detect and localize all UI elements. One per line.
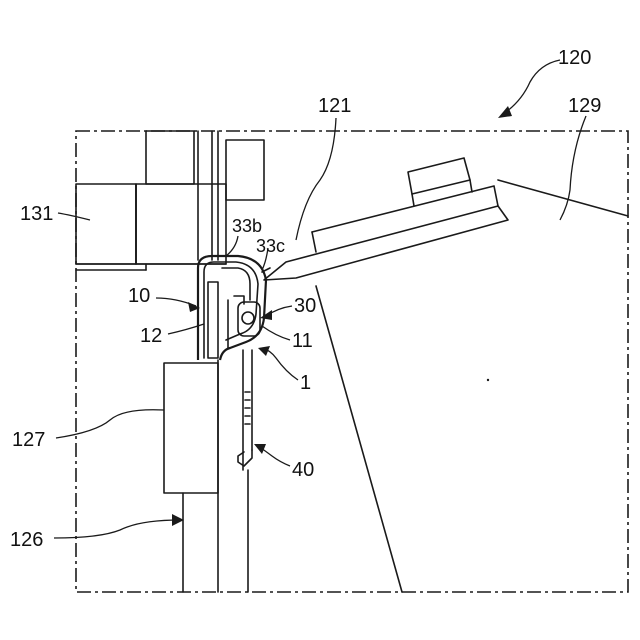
strap-1	[238, 350, 252, 470]
label-120: 120	[558, 47, 591, 69]
label-121: 121	[318, 95, 351, 117]
clip-assembly	[198, 256, 270, 360]
label-30: 30	[294, 295, 316, 317]
label-1: 1	[300, 372, 311, 394]
label-11: 11	[292, 330, 313, 352]
component-127	[164, 363, 218, 493]
assembly-boundary-frame	[76, 131, 628, 592]
label-33c: 33c	[256, 236, 285, 256]
label-12: 12	[140, 325, 162, 347]
vertical-guide-column	[198, 131, 264, 260]
label-127: 127	[12, 429, 45, 451]
label-33b: 33b	[232, 216, 262, 236]
label-131: 131	[20, 203, 53, 225]
label-10: 10	[128, 285, 150, 307]
label-126: 126	[10, 529, 43, 551]
label-40: 40	[292, 459, 314, 481]
rail-126	[183, 360, 248, 592]
label-129: 129	[568, 95, 601, 117]
component-131	[76, 131, 226, 270]
